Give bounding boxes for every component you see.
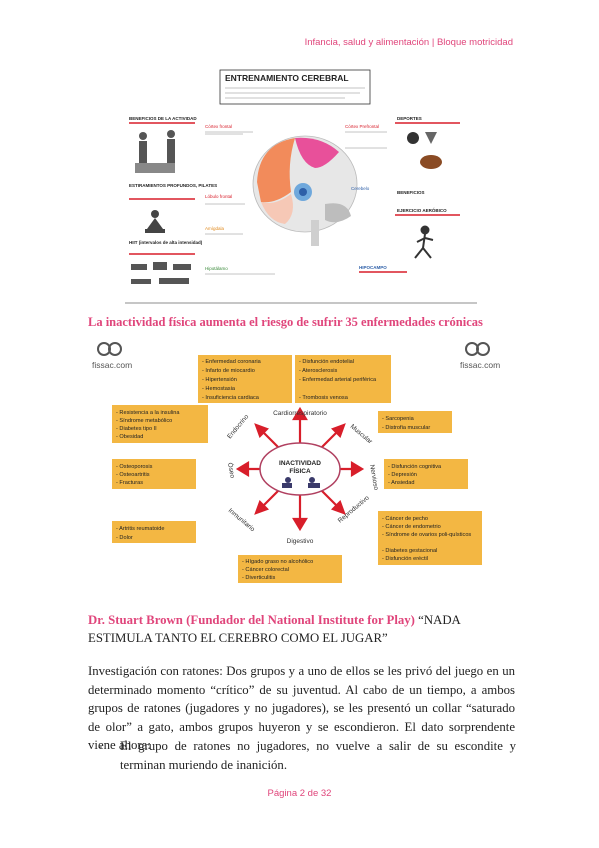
ring-label-nervioso: Nervioso bbox=[368, 464, 379, 491]
brain-label-4: Hipotálamo bbox=[205, 266, 228, 271]
list-item: - El grupo de ratones no jugadores, no v… bbox=[98, 737, 516, 774]
svg-text:- Ansiedad: - Ansiedad bbox=[388, 480, 414, 486]
svg-text:- Osteoartritis: - Osteoartritis bbox=[116, 472, 150, 478]
figure-caption: La inactividad física aumenta el riesgo … bbox=[88, 315, 483, 329]
brain-label-1: Córtex frontal bbox=[205, 124, 232, 129]
inactivity-diagram: fissac.com fissac.com INACTIVIDAD FÍSICA… bbox=[88, 335, 512, 583]
section-title-quote: “NADA ESTIMULA TANTO EL CEREBRO COMO EL … bbox=[88, 613, 461, 645]
svg-text:- Osteoporosis: - Osteoporosis bbox=[116, 464, 153, 470]
brain-left-label-3: HIIT (intervalos de alta intensidad) bbox=[129, 240, 203, 245]
svg-text:- Cáncer de pecho: - Cáncer de pecho bbox=[382, 516, 428, 522]
box-nervioso bbox=[384, 459, 468, 489]
brain-figure-title: ENTRENAMIENTO CEREBRAL bbox=[225, 73, 349, 83]
brain-training-figure: ENTRENAMIENTO CEREBRAL BENEFICIOS DE LA … bbox=[125, 64, 477, 304]
runner-icon bbox=[414, 225, 434, 259]
svg-text:- Síndrome de ovarios poli-quí: - Síndrome de ovarios poli-quísticos bbox=[382, 532, 471, 538]
svg-text:- Disfunción endotelial: - Disfunción endotelial bbox=[299, 359, 354, 365]
bullet-dash: - bbox=[98, 739, 103, 753]
brain-right-label-3: EJERCICIO AERÓBICO bbox=[397, 206, 447, 213]
svg-text:- Enfermedad coronaria: - Enfermedad coronaria bbox=[202, 359, 262, 365]
fissac-logo-right: fissac.com bbox=[460, 342, 500, 370]
inactive-people-icon bbox=[282, 477, 320, 488]
brain-illustration bbox=[252, 135, 358, 246]
box-digestivo bbox=[238, 555, 342, 583]
hiit-figures-icon bbox=[131, 262, 191, 284]
exercise-figures-icon bbox=[135, 130, 175, 173]
box-cardio-right bbox=[295, 355, 391, 403]
svg-text:- Diabetes tipo II: - Diabetes tipo II bbox=[116, 426, 157, 432]
box-cardio-left bbox=[198, 355, 292, 403]
svg-text:fissac.com: fissac.com bbox=[460, 360, 500, 370]
ring-label-oseo: Óseo bbox=[226, 462, 238, 479]
svg-text:fissac.com: fissac.com bbox=[92, 360, 132, 370]
inactivity-center bbox=[259, 442, 341, 496]
svg-text:- Insuficiencia cardiaca: - Insuficiencia cardiaca bbox=[202, 395, 260, 401]
box-reproductivo bbox=[378, 511, 482, 565]
page-footer: Página 2 de 32 bbox=[267, 788, 332, 799]
fissac-logo-left: fissac.com bbox=[92, 342, 132, 370]
svg-text:- Diverticulitis: - Diverticulitis bbox=[242, 575, 275, 581]
svg-text:- Aterosclerosis: - Aterosclerosis bbox=[299, 368, 337, 374]
brain-label-6: Cerebelo bbox=[351, 186, 370, 191]
svg-text:- Hígado graso no alcohólico: - Hígado graso no alcohólico bbox=[242, 559, 313, 565]
svg-text:- Distrofia muscular: - Distrofia muscular bbox=[382, 425, 430, 431]
svg-text:- Hemostasia: - Hemostasia bbox=[202, 386, 236, 392]
svg-text:- Depresión: - Depresión bbox=[388, 472, 417, 478]
brain-right-label-2: BENEFICIOS bbox=[397, 190, 425, 195]
svg-text:- Artritis reumatoide: - Artritis reumatoide bbox=[116, 526, 165, 532]
brain-label-5: Córtex Prefrontal bbox=[345, 124, 379, 129]
svg-text:- Sarcopenia: - Sarcopenia bbox=[382, 416, 415, 422]
section-title-highlight: Dr. Stuart Brown (Fundador del National … bbox=[88, 613, 415, 627]
svg-text:- Diabetes gestacional: - Diabetes gestacional bbox=[382, 548, 437, 554]
section-title: Dr. Stuart Brown (Fundador del National … bbox=[88, 611, 518, 647]
brain-label-2: Lóbulo frontal bbox=[205, 194, 232, 199]
box-endocrino bbox=[112, 405, 208, 443]
svg-text:- Cáncer colorectal: - Cáncer colorectal bbox=[242, 567, 289, 573]
sports-icons bbox=[407, 132, 442, 169]
svg-text:- Infarto de miocardio: - Infarto de miocardio bbox=[202, 368, 255, 374]
svg-text:- Dolor: - Dolor bbox=[116, 535, 133, 541]
brain-right-label-4: HIPOCAMPO bbox=[359, 265, 387, 270]
svg-text:- Hipertensión: - Hipertensión bbox=[202, 377, 237, 383]
meditation-icon bbox=[145, 210, 165, 233]
ring-label-cardio: Cardiorrespiratorio bbox=[273, 410, 327, 417]
box-muscular bbox=[378, 411, 452, 433]
ring-label-digestivo: Digestivo bbox=[287, 538, 314, 545]
box-inmunitario bbox=[112, 521, 196, 543]
brain-label-3: Amígdala bbox=[205, 226, 225, 231]
box-oseo bbox=[112, 459, 196, 489]
brain-right-label-1: DEPORTES bbox=[397, 116, 422, 121]
svg-text:- Disfunción eréctil: - Disfunción eréctil bbox=[382, 556, 428, 562]
brain-left-label-2: ESTIRAMIENTOS PROFUNDOS, PILATES bbox=[129, 183, 217, 188]
svg-text:- Síndrome metabólico: - Síndrome metabólico bbox=[116, 418, 172, 424]
svg-text:- Enfermedad arterial periféri: - Enfermedad arterial periférica bbox=[299, 377, 377, 383]
svg-text:- Disfunción cognitiva: - Disfunción cognitiva bbox=[388, 464, 442, 470]
svg-text:- Obesidad: - Obesidad bbox=[116, 434, 143, 440]
center-subtitle: FÍSICA bbox=[289, 466, 311, 475]
bullet-text: El grupo de ratones no jugadores, no vue… bbox=[120, 739, 516, 772]
svg-text:- Cáncer de endometrio: - Cáncer de endometrio bbox=[382, 524, 441, 530]
center-title: INACTIVIDAD bbox=[279, 460, 321, 467]
page-header: Infancia, salud y alimentación | Bloque … bbox=[304, 37, 513, 48]
svg-text:- Trombosis venosa: - Trombosis venosa bbox=[299, 395, 349, 401]
svg-text:- Fracturas: - Fracturas bbox=[116, 480, 143, 486]
svg-text:- Resistencia a la insulina: - Resistencia a la insulina bbox=[116, 410, 180, 416]
body-paragraph: Investigación con ratones: Dos grupos y … bbox=[88, 664, 515, 752]
brain-left-label-1: BENEFICIOS DE LA ACTIVIDAD bbox=[129, 116, 197, 121]
